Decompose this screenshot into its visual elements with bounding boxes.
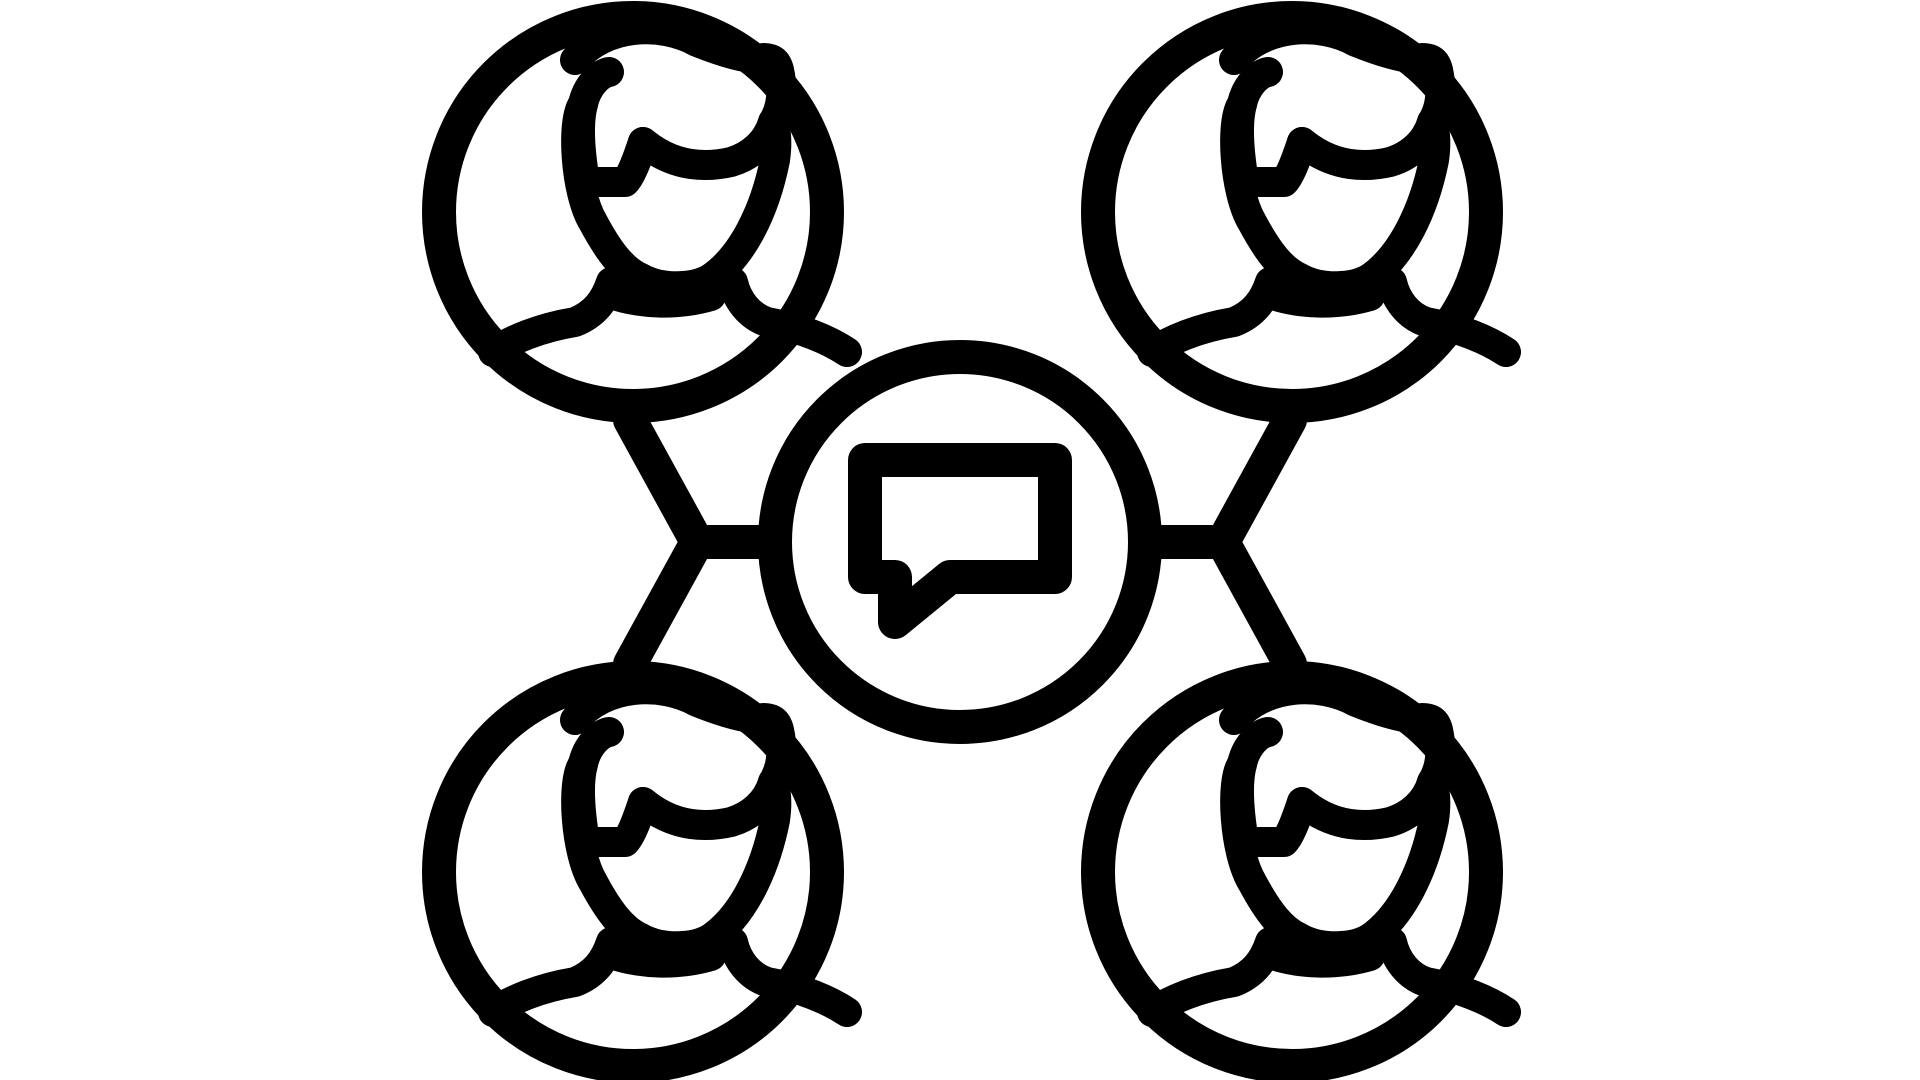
connector-bottom-right — [1206, 525, 1307, 681]
person-icon — [439, 18, 847, 406]
user-avatar-top-left — [439, 18, 847, 406]
chat-bubble-icon — [848, 443, 1072, 639]
connector-bottom-left — [613, 525, 714, 681]
user-avatar-top-right — [1098, 18, 1506, 406]
chat-node-ring — [758, 340, 1162, 744]
connector-top-right — [1206, 403, 1307, 559]
person-icon — [1098, 678, 1506, 1066]
connector-top-left — [613, 403, 714, 559]
person-icon — [439, 678, 847, 1066]
user-avatar-bottom-right — [1098, 678, 1506, 1066]
chat-node — [758, 340, 1162, 744]
person-icon — [1098, 18, 1506, 406]
user-avatar-bottom-left — [439, 678, 847, 1066]
connector-lines — [613, 403, 1307, 681]
